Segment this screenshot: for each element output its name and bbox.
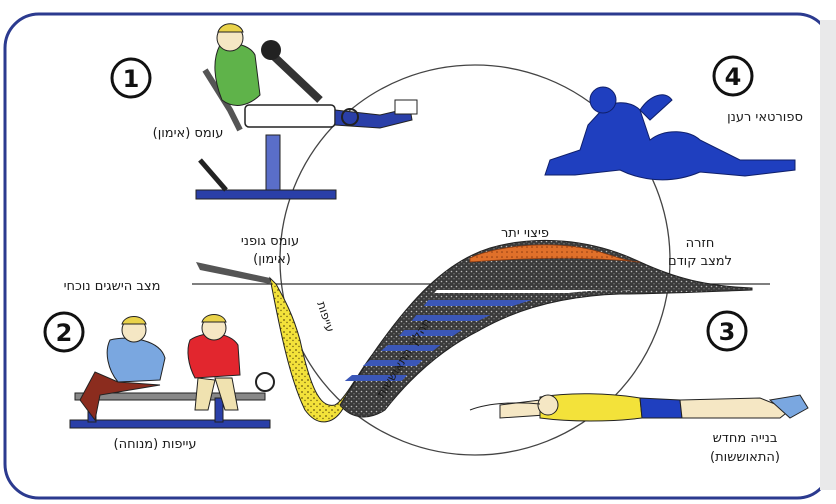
- stage-4-label: ספורטאי רענן: [727, 110, 803, 125]
- return-label-line1: חזרה: [686, 236, 715, 251]
- return-label-line2: למצב קודם: [668, 254, 732, 269]
- stage-3-label-line1: בנייה מחדש: [713, 431, 778, 446]
- load-label-line2: (אימון): [253, 252, 291, 267]
- stage-2-label: עייפות (מנוחה): [114, 437, 197, 452]
- stage-2-number: 2: [56, 319, 73, 347]
- stage-4-badge: 4: [714, 57, 752, 95]
- page-shadow: [820, 20, 836, 490]
- stage-1-label: עומס (אימון): [153, 126, 224, 141]
- baseline-label: מצב הישגים נוכחי: [64, 279, 161, 294]
- stage-4-number: 4: [725, 63, 742, 91]
- stage-3-badge: 3: [708, 312, 746, 350]
- stage-1-number: 1: [123, 65, 140, 93]
- supercompensation-label: פיצוי יתר: [501, 226, 549, 241]
- stage-2-badge: 2: [45, 313, 83, 351]
- stage-3-label-line2: (התאוששות): [710, 450, 780, 465]
- stage-3-number: 3: [719, 318, 736, 346]
- stage-1-badge: 1: [112, 59, 150, 97]
- load-label-line1: עומס גופני: [241, 234, 299, 249]
